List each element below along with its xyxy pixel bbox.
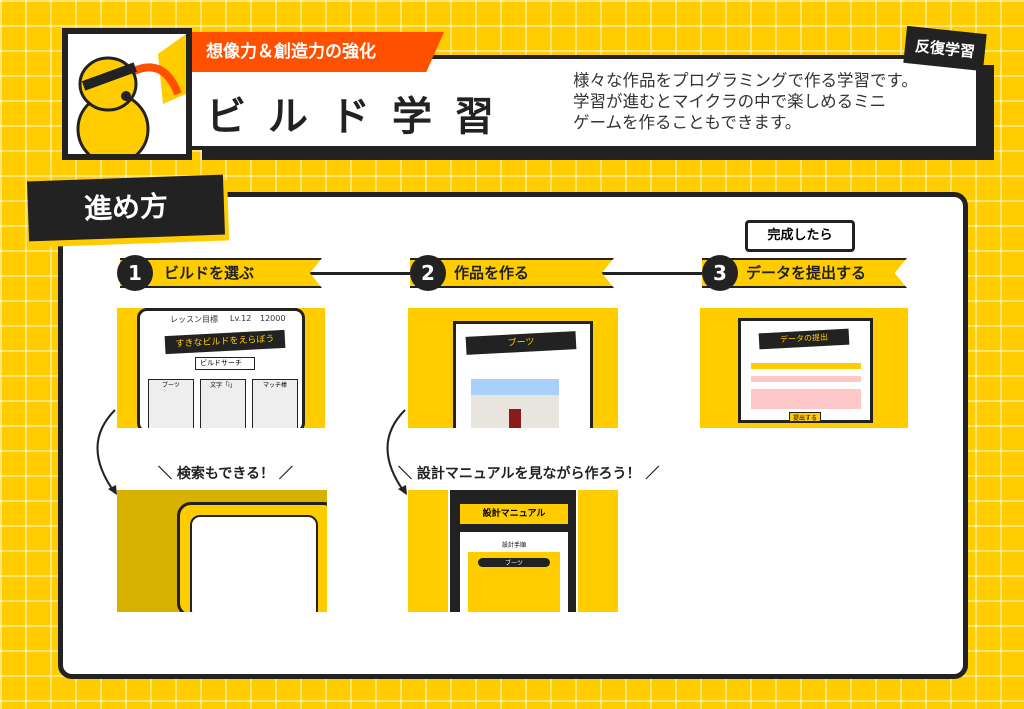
screen-heading: データの提出	[758, 328, 850, 350]
step-1-number: 1	[117, 255, 153, 291]
build-item: 文字「i」	[200, 379, 246, 428]
build-item: マッチ棒	[252, 379, 298, 428]
build-work-screenshot: ブーツ	[408, 308, 618, 428]
level-label: Lv.12	[230, 314, 252, 323]
description-line: 様々な作品をプログラミングで作る学習です。	[573, 71, 918, 90]
search-caption: ＼ 検索もできる！ ／	[158, 466, 293, 482]
manual-sub: 設計手順	[501, 542, 526, 549]
section-title: 進め方	[27, 174, 225, 242]
step-3-number: 3	[702, 255, 738, 291]
build-preview	[471, 379, 559, 428]
description: 様々な作品をプログラミングで作る学習です。 学習が進むとマイクラの中で楽しめるミ…	[573, 70, 973, 133]
screen-heading: すきなビルドをえらぼう	[164, 329, 286, 355]
submit-screenshot: データの提出 提出する	[700, 308, 908, 428]
manual-item: ブーツ	[478, 558, 550, 567]
build-mascot-logo	[62, 28, 192, 160]
category-ribbon: 想像力＆創造力の強化	[192, 32, 444, 72]
build-search: ビルドサーチ	[195, 357, 255, 370]
step-1-banner: ビルドを選ぶ	[120, 258, 322, 288]
manual-caption: ＼ 設計マニュアルを見ながら作ろう！ ／	[398, 466, 660, 482]
step-connector	[310, 272, 420, 275]
filter-panel	[190, 515, 318, 612]
screen-heading: ブーツ	[465, 331, 577, 355]
build-item: ブーツ	[148, 379, 194, 428]
screen-heading: 設計マニュアル	[460, 504, 568, 524]
speech-bubble: 完成したら	[745, 220, 855, 252]
build-select-screenshot: レッスン目標 Lv.12 12000 すきなビルドをえらぼう ビルドサーチ ブー…	[117, 308, 325, 428]
lesson-label: レッスン目標	[170, 315, 218, 324]
step-2-number: 2	[410, 255, 446, 291]
flow-arrows	[96, 409, 407, 495]
coins-label: 12000	[260, 314, 286, 323]
description-line: 学習が進むとマイクラの中で楽しめるミニ	[573, 92, 887, 111]
manual-screenshot: 設計マニュアル 設計手順 ブーツ	[408, 490, 618, 612]
submit-button: 提出する	[789, 412, 821, 422]
page-title: ビルド学習	[206, 94, 516, 140]
search-filter-screenshot	[117, 490, 327, 612]
step-connector	[600, 272, 710, 275]
description-line: ゲームを作ることもできます。	[573, 113, 802, 132]
